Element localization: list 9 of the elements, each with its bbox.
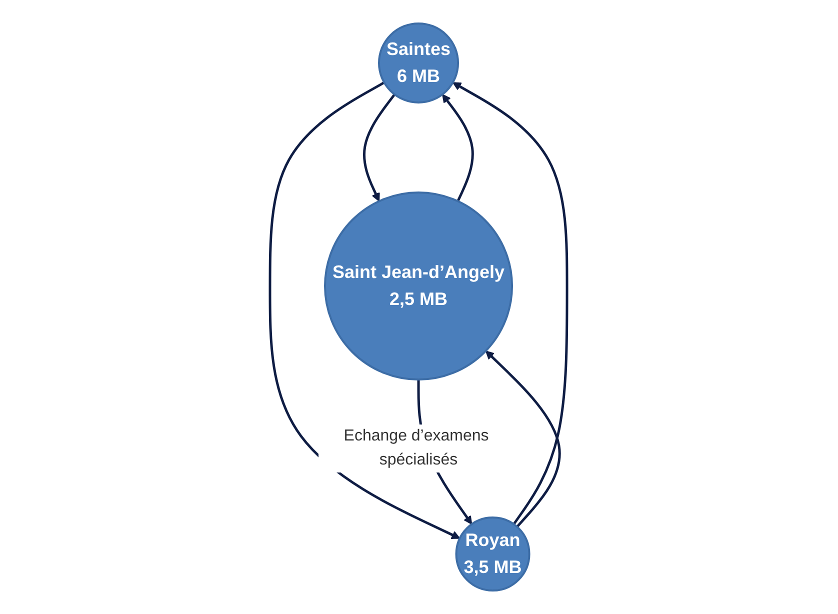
edge-label: Echange d’examens spécialisés xyxy=(344,428,490,469)
node-circle: Saint Jean-d’Angely 2,5 MB xyxy=(324,191,514,381)
arrow xyxy=(442,94,474,202)
node-circle: Royan 3,5 MB xyxy=(456,516,531,592)
arrow xyxy=(269,81,461,539)
arrow xyxy=(452,82,569,525)
arrow xyxy=(486,350,562,528)
arrow xyxy=(364,94,396,202)
node-circle: Saintes 6 MB xyxy=(378,22,460,104)
